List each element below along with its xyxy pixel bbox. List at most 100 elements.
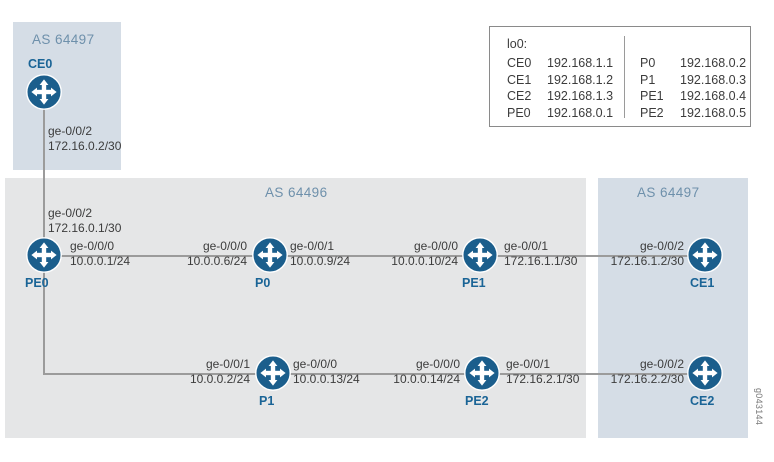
iface-port: ge-0/0/0	[293, 357, 338, 371]
legend-device: PE0	[507, 105, 531, 120]
legend-device: P0	[640, 56, 656, 70]
iface-pe0-right: ge-0/0/0 10.0.0.1/24	[70, 239, 130, 269]
iface-address: 10.0.0.9/24	[290, 254, 351, 268]
legend-row: PE0 192.168.0.1	[507, 105, 613, 122]
legend-address: 192.168.0.2	[680, 56, 747, 70]
legend-device: P1	[640, 72, 656, 87]
iface-address: 10.0.0.13/24	[293, 372, 360, 386]
iface-pe2-right: ge-0/0/1 172.16.2.1/30	[506, 357, 579, 387]
router-pe0[interactable]	[26, 237, 62, 273]
legend-row: P1 192.168.0.3	[640, 72, 746, 89]
legend-column-left: CE0 192.168.1.1 CE1 192.168.1.2 CE2 192.…	[507, 55, 613, 121]
iface-port: ge-0/0/0	[413, 239, 458, 253]
legend-row: PE2 192.168.0.5	[640, 105, 746, 122]
router-pe2-label: PE2	[465, 394, 489, 408]
router-icon	[252, 237, 288, 273]
iface-pe1-left: ge-0/0/0 10.0.0.10/24	[360, 239, 458, 269]
iface-pe0-up: ge-0/0/2 172.16.0.1/30	[48, 206, 121, 236]
as-region-64497-top-left-label: AS 64497	[32, 32, 95, 47]
iface-port: ge-0/0/1	[506, 357, 551, 371]
router-p1[interactable]	[255, 355, 291, 391]
legend-address: 192.168.0.5	[680, 105, 747, 120]
router-p0-label: P0	[255, 276, 271, 290]
router-icon	[255, 355, 291, 391]
router-ce0[interactable]	[26, 74, 62, 110]
iface-address: 10.0.0.1/24	[70, 254, 131, 268]
legend-row: P0 192.168.0.2	[640, 55, 746, 72]
iface-p0-right: ge-0/0/1 10.0.0.9/24	[290, 239, 350, 269]
router-icon	[464, 355, 500, 391]
router-ce2-label: CE2	[690, 394, 715, 408]
iface-port: ge-0/0/2	[639, 357, 684, 371]
router-pe0-label: PE0	[25, 276, 49, 290]
router-p0[interactable]	[252, 237, 288, 273]
link-pe1-ce1	[490, 255, 705, 257]
iface-port: ge-0/0/0	[70, 239, 115, 253]
legend-column-right: P0 192.168.0.2 P1 192.168.0.3 PE1 192.16…	[640, 55, 746, 121]
link-pe2-ce2	[492, 373, 705, 375]
router-pe2[interactable]	[464, 355, 500, 391]
legend-row: PE1 192.168.0.4	[640, 88, 746, 105]
loopback-legend-box: lo0: CE0 192.168.1.1 CE1 192.168.1.2 CE2…	[489, 26, 751, 127]
figure-id-watermark: g043144	[754, 388, 764, 426]
link-p1-pe2	[275, 373, 482, 375]
as-region-64496-core	[5, 178, 586, 438]
iface-p0-left: ge-0/0/0 10.0.0.6/24	[152, 239, 247, 269]
router-icon	[462, 237, 498, 273]
legend-device: CE0	[507, 56, 532, 70]
iface-address: 10.0.0.10/24	[391, 254, 458, 268]
iface-ce1-left: ge-0/0/2 172.16.1.2/30	[598, 239, 684, 269]
iface-p1-left: ge-0/0/1 10.0.0.2/24	[155, 357, 250, 387]
iface-address: 172.16.2.1/30	[506, 372, 580, 386]
router-pe1[interactable]	[462, 237, 498, 273]
legend-address: 192.168.1.2	[547, 72, 614, 87]
iface-port: ge-0/0/2	[639, 239, 684, 253]
legend-title: lo0:	[507, 37, 528, 51]
iface-address: 10.0.0.2/24	[189, 372, 250, 386]
iface-pe2-left: ge-0/0/0 10.0.0.14/24	[362, 357, 460, 387]
router-icon	[26, 237, 62, 273]
legend-device: CE2	[507, 89, 532, 103]
iface-port: ge-0/0/1	[205, 357, 250, 371]
legend-address: 192.168.1.1	[547, 56, 614, 70]
iface-port: ge-0/0/1	[504, 239, 549, 253]
router-icon	[26, 74, 62, 110]
legend-address: 192.168.0.1	[547, 105, 614, 120]
link-p0-pe1	[280, 255, 480, 257]
legend-row: CE1 192.168.1.2	[507, 72, 613, 89]
iface-port: ge-0/0/2	[48, 206, 93, 220]
iface-port: ge-0/0/0	[415, 357, 460, 371]
as-region-64496-core-label: AS 64496	[265, 185, 328, 200]
iface-port: ge-0/0/2	[48, 124, 93, 138]
iface-address: 172.16.2.2/30	[610, 372, 684, 386]
legend-address: 192.168.1.3	[547, 89, 614, 103]
legend-address: 192.168.0.4	[680, 89, 747, 103]
link-pe0-p0	[55, 255, 270, 257]
router-ce2[interactable]	[687, 355, 723, 391]
iface-ce0-down: ge-0/0/2 172.16.0.2/30	[48, 124, 121, 154]
iface-address: 172.16.0.1/30	[48, 221, 122, 235]
router-icon	[687, 237, 723, 273]
router-pe1-label: PE1	[462, 276, 486, 290]
iface-ce2-left: ge-0/0/2 172.16.2.2/30	[598, 357, 684, 387]
legend-row: CE2 192.168.1.3	[507, 88, 613, 105]
as-region-64497-right	[598, 178, 748, 438]
router-icon	[687, 355, 723, 391]
as-region-64497-right-label: AS 64497	[637, 185, 700, 200]
router-ce0-label: CE0	[28, 57, 53, 71]
iface-address: 172.16.1.2/30	[610, 254, 684, 268]
iface-port: ge-0/0/0	[202, 239, 247, 253]
legend-device: CE1	[507, 72, 532, 87]
iface-pe1-right: ge-0/0/1 172.16.1.1/30	[504, 239, 577, 269]
iface-port: ge-0/0/1	[290, 239, 335, 253]
iface-address: 10.0.0.6/24	[186, 254, 247, 268]
iface-p1-right: ge-0/0/0 10.0.0.13/24	[293, 357, 360, 387]
legend-address: 192.168.0.3	[680, 72, 747, 87]
router-ce1[interactable]	[687, 237, 723, 273]
router-ce1-label: CE1	[690, 276, 715, 290]
link-pe0-p1-horizontal	[43, 373, 275, 375]
legend-divider	[624, 36, 625, 118]
legend-row: CE0 192.168.1.1	[507, 55, 613, 72]
iface-address: 172.16.0.2/30	[48, 139, 122, 153]
